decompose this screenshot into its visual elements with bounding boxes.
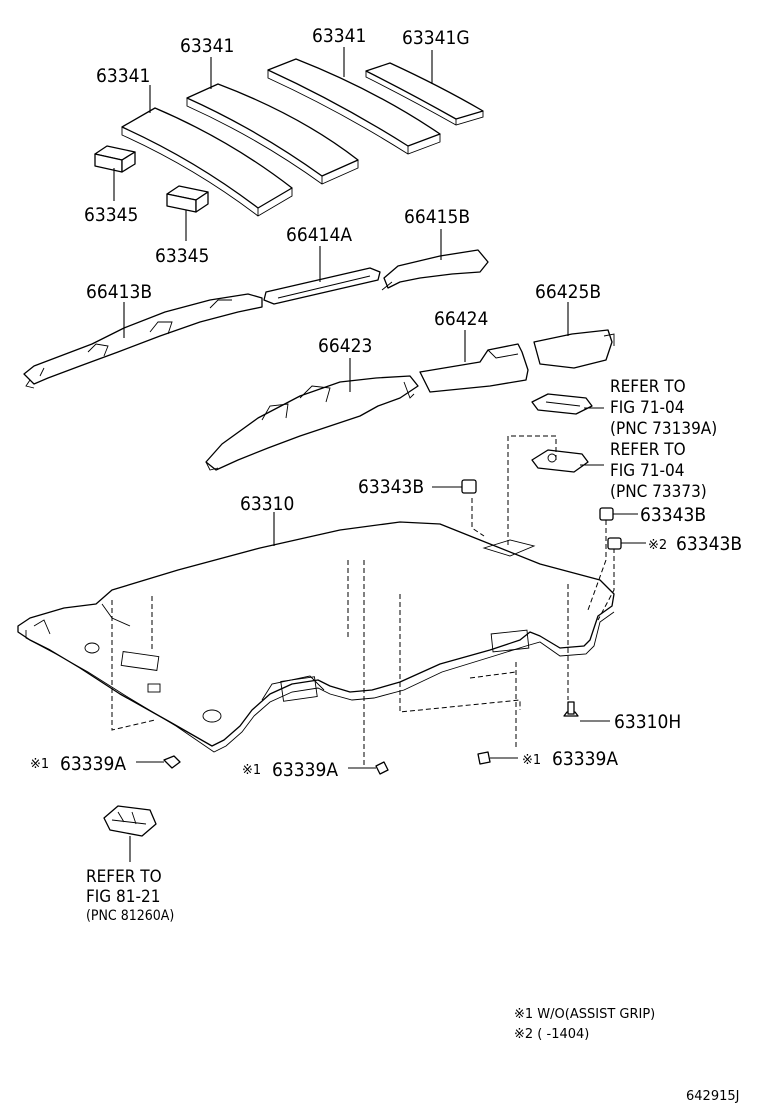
label-trim-left: 66413B — [86, 281, 152, 303]
label-block-1: 63345 — [84, 204, 138, 226]
label-pad-4: 63341G — [402, 27, 470, 49]
roof-pad-4[interactable] — [365, 62, 484, 126]
label-fastener-1: 63339A — [60, 753, 126, 775]
headliner-panel[interactable] — [17, 521, 615, 753]
ref-console-line3: (PNC 81260A) — [86, 908, 174, 924]
label-pad-2: 63341 — [180, 35, 234, 57]
note-1: ※1 W/O(ASSIST GRIP) — [514, 1007, 655, 1022]
mark-clip-3: ※2 — [648, 538, 667, 553]
ref-lamp-1-line1: REFER TO — [610, 377, 686, 397]
label-pad-3: 63341 — [312, 25, 366, 47]
roof-pad-2[interactable] — [186, 83, 359, 185]
label-rail-right: 66425B — [535, 281, 601, 303]
label-fastener-3: 63339A — [552, 748, 618, 770]
spacer-block-2[interactable] — [166, 185, 209, 213]
figure-id: 642915J — [686, 1089, 739, 1104]
side-rail-right[interactable] — [533, 329, 615, 369]
mark-fastener-3: ※1 — [522, 753, 541, 768]
label-trim-center: 66414A — [286, 224, 352, 246]
ref-lamp-2-line2: FIG 71-04 — [610, 461, 684, 481]
trim-piece-right[interactable] — [381, 249, 489, 291]
clip-2-part[interactable] — [599, 507, 614, 521]
ref-lamp-2-line3: (PNC 73373) — [610, 482, 707, 502]
ref-lamp-1-line2: FIG 71-04 — [610, 398, 684, 418]
fastener-3-part[interactable] — [477, 751, 491, 765]
label-headliner: 63310 — [240, 493, 294, 515]
map-lamp-part[interactable] — [531, 393, 593, 415]
headliner-dashed-guides — [111, 498, 615, 765]
ref-lamp-2-line1: REFER TO — [610, 440, 686, 460]
ref-console-line2: FIG 81-21 — [86, 887, 160, 907]
ref-lamp-1-line3: (PNC 73139A) — [610, 419, 717, 439]
pin-part[interactable] — [563, 701, 579, 717]
rail-leaders — [349, 302, 569, 392]
clip-1-part[interactable] — [461, 479, 477, 494]
roof-pad-1[interactable] — [121, 107, 293, 217]
lamp-leaders — [507, 407, 604, 545]
trim-leaders — [123, 229, 442, 338]
roof-pad-3[interactable] — [267, 58, 441, 155]
label-pin: 63310H — [614, 711, 681, 733]
room-lamp-part[interactable] — [531, 449, 589, 473]
fastener-1-part[interactable] — [163, 755, 181, 769]
label-rail-center: 66424 — [434, 308, 488, 330]
label-clip-3: 63343B — [676, 533, 742, 555]
mark-fastener-2: ※1 — [242, 763, 261, 778]
label-pad-1: 63341 — [96, 65, 150, 87]
fastener-2-part[interactable] — [375, 761, 389, 775]
overhead-console-part[interactable] — [103, 805, 157, 837]
label-clip-1: 63343B — [358, 476, 424, 498]
side-rail-center[interactable] — [419, 343, 529, 393]
ref-console-line1: REFER TO — [86, 867, 162, 887]
side-rail-left[interactable] — [205, 375, 419, 471]
label-block-2: 63345 — [155, 245, 209, 267]
pad-leaders — [113, 47, 433, 241]
clip-3-part[interactable] — [607, 537, 622, 550]
label-trim-right: 66415B — [404, 206, 470, 228]
trim-piece-left[interactable] — [23, 293, 263, 389]
spacer-block-1[interactable] — [94, 145, 136, 173]
label-rail-left: 66423 — [318, 335, 372, 357]
mark-fastener-1: ※1 — [30, 757, 49, 772]
trim-piece-center[interactable] — [263, 267, 381, 305]
label-fastener-2: 63339A — [272, 759, 338, 781]
label-clip-2: 63343B — [640, 504, 706, 526]
note-2: ※2 ( -1404) — [514, 1027, 589, 1042]
